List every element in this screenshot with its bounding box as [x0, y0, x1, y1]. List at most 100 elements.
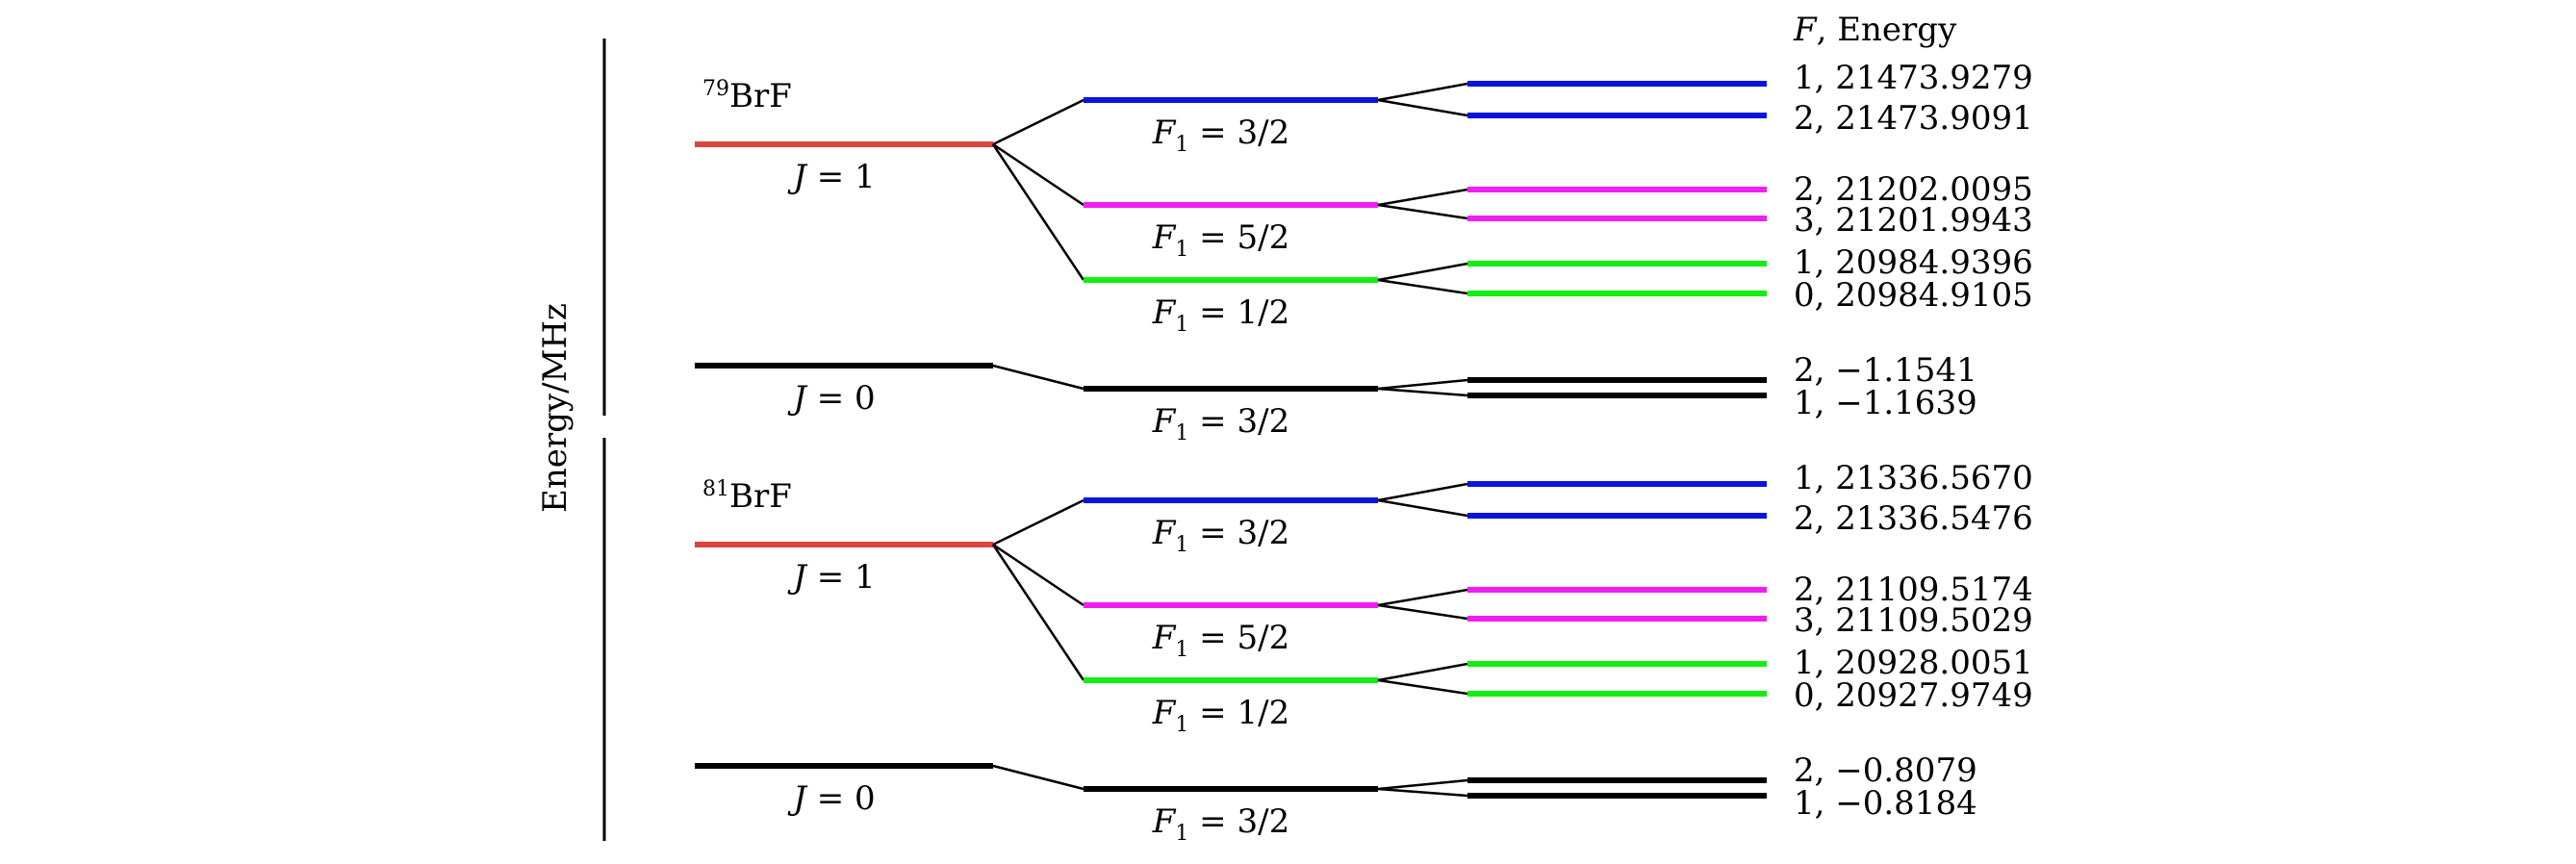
hyperfine-label: 2, 21202.0095 — [1794, 170, 2033, 209]
f1-symbol: F — [1152, 802, 1177, 841]
connector-line — [992, 364, 1084, 391]
connector-line — [991, 143, 1085, 281]
hyperfine-label: 1, 21336.5670 — [1794, 459, 2033, 497]
f1-symbol: F — [1152, 619, 1177, 657]
f1-value: = 3/2 — [1188, 802, 1289, 841]
isotope-molecule: BrF — [729, 77, 792, 115]
connector-line — [1377, 188, 1468, 207]
hyperfine-label-text: 2, −0.8079 — [1794, 751, 1977, 790]
hyperfine-label-text: 1, −1.1639 — [1794, 384, 1977, 422]
connector-line — [992, 543, 1084, 607]
connector-line — [1377, 787, 1468, 798]
hyperfine-label: 1, 21473.9279 — [1794, 59, 2033, 97]
level-label-j0: J = 0 — [787, 779, 875, 818]
j-symbol: J — [787, 779, 808, 818]
level-label-j1: J = 1 — [787, 558, 875, 597]
hyperfine-label-text: 1, 20928.0051 — [1794, 644, 2033, 682]
hyperfine-label-text: 3, 21201.9943 — [1794, 201, 2033, 240]
connector-line — [991, 544, 1085, 681]
connector-line — [992, 764, 1084, 791]
f1-subscript: 1 — [1175, 238, 1188, 262]
hyperfine-label-text: 0, 20984.9105 — [1794, 276, 2033, 315]
hyperfine-label: 2, 21336.5476 — [1794, 499, 2033, 538]
connector-line — [992, 98, 1084, 146]
level-label-j0: J = 0 — [787, 379, 875, 418]
f1-symbol: F — [1152, 114, 1177, 152]
connector-line — [1377, 387, 1468, 397]
connector-line — [1377, 378, 1468, 391]
hyperfine-label: 1, −0.8184 — [1794, 784, 1977, 823]
j-value: = 0 — [806, 779, 876, 818]
j-symbol: J — [787, 558, 808, 597]
hyperfine-label: 1, 20928.0051 — [1794, 644, 2033, 682]
connector-line — [1377, 82, 1468, 102]
hyperfine-label: 0, 20927.9749 — [1794, 676, 2033, 715]
connector-line — [1377, 588, 1468, 607]
connector-line — [1377, 662, 1468, 682]
f1-sublevel-label: F1 = 3/2 — [1152, 802, 1289, 846]
hyperfine-label-text: 1, 20984.9396 — [1794, 243, 2033, 282]
j-symbol: J — [787, 379, 808, 418]
j-symbol: J — [787, 158, 808, 196]
f1-sublevel-label: F1 = 1/2 — [1152, 293, 1289, 337]
connector-line — [1377, 278, 1468, 295]
hyperfine-label: 2, −1.1541 — [1794, 351, 1977, 390]
f1-subscript: 1 — [1175, 421, 1188, 445]
f1-symbol: F — [1152, 293, 1177, 332]
f1-value: = 1/2 — [1188, 694, 1289, 732]
hyperfine-label: 2, 21109.5174 — [1794, 571, 2033, 609]
isotope-mass: 81 — [702, 477, 729, 501]
connector-line — [1377, 678, 1468, 696]
j-value: = 0 — [806, 379, 876, 418]
isotope-mass: 79 — [702, 77, 729, 101]
connector-line — [992, 498, 1084, 546]
column-header-text: , Energy — [1817, 11, 1957, 49]
f1-value: = 3/2 — [1188, 402, 1289, 441]
f1-symbol: F — [1152, 514, 1177, 552]
connector-line — [1377, 262, 1468, 282]
f1-value: = 5/2 — [1188, 619, 1289, 657]
level-label-j1: J = 1 — [787, 158, 875, 196]
f1-symbol: F — [1152, 694, 1177, 732]
f1-sublevel-label: F1 = 1/2 — [1152, 694, 1289, 737]
hyperfine-label-text: 1, −0.8184 — [1794, 784, 1977, 823]
f1-subscript: 1 — [1175, 638, 1188, 662]
hyperfine-label: 0, 20984.9105 — [1794, 276, 2033, 315]
f1-symbol: F — [1152, 218, 1177, 257]
hyperfine-label-text: 1, 21336.5670 — [1794, 459, 2033, 497]
connector-line — [992, 142, 1084, 207]
hyperfine-label-text: 2, 21473.9091 — [1794, 99, 2033, 138]
hyperfine-label-text: 1, 21473.9279 — [1794, 59, 2033, 97]
connector-line — [1377, 498, 1468, 518]
hyperfine-label: 1, −1.1639 — [1794, 384, 1977, 422]
connector-line — [1377, 482, 1468, 502]
f1-sublevel-label: F1 = 3/2 — [1152, 514, 1289, 557]
connector-line — [1377, 203, 1468, 220]
j-value: = 1 — [806, 558, 876, 597]
f1-sublevel-label: F1 = 3/2 — [1152, 402, 1289, 445]
f1-sublevel-label: F1 = 5/2 — [1152, 218, 1289, 262]
column-header: F, Energy — [1793, 11, 1957, 49]
f1-subscript: 1 — [1175, 713, 1188, 737]
connector-line — [1377, 98, 1468, 117]
hyperfine-label-text: 3, 21109.5029 — [1794, 601, 2033, 640]
f1-value: = 1/2 — [1188, 293, 1289, 332]
hyperfine-label-text: 2, 21336.5476 — [1794, 499, 2033, 538]
hyperfine-label: 2, 21473.9091 — [1794, 99, 2033, 138]
hyperfine-label: 3, 21201.9943 — [1794, 201, 2033, 240]
f1-subscript: 1 — [1175, 822, 1188, 846]
hyperfine-label-text: 2, −1.1541 — [1794, 351, 1977, 390]
hyperfine-label-text: 2, 21109.5174 — [1794, 571, 2033, 609]
column-header-symbol: F — [1793, 11, 1818, 49]
hyperfine-label-text: 0, 20927.9749 — [1794, 676, 2033, 715]
isotope-label: 81BrF — [702, 477, 792, 516]
f1-subscript: 1 — [1175, 313, 1188, 337]
connector-line — [1377, 603, 1468, 621]
f1-symbol: F — [1152, 402, 1177, 441]
f1-subscript: 1 — [1175, 533, 1188, 557]
isotope-molecule: BrF — [729, 477, 792, 516]
